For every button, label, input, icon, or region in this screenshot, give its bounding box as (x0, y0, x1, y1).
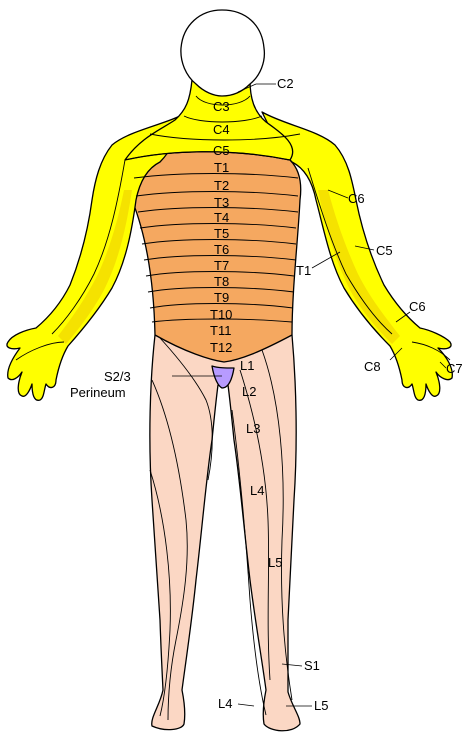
label-c7: C7 (446, 361, 463, 376)
label-c8: C8 (364, 359, 381, 374)
label-s23: S2/3 (104, 369, 131, 384)
left-arm-inner-strip (58, 190, 132, 344)
leader-l4-foot (237, 703, 255, 707)
label-l1: L1 (240, 358, 254, 373)
label-t8: T8 (214, 274, 229, 289)
leader-s1 (281, 663, 303, 667)
label-t6: T6 (214, 242, 229, 257)
label-t3: T3 (214, 195, 229, 210)
label-c2: C2 (277, 76, 294, 91)
label-t5: T5 (214, 226, 229, 241)
label-c5-arm: C5 (376, 243, 393, 258)
label-l4-leg: L4 (250, 483, 264, 498)
right-arm-region (261, 111, 453, 401)
label-l2: L2 (242, 384, 256, 399)
right-arm-inner-strip (318, 190, 400, 344)
label-c3: C3 (213, 99, 230, 114)
label-t11: T11 (210, 323, 231, 338)
left-arm-region (6, 111, 189, 401)
label-c6-arm: C6 (348, 191, 365, 206)
label-l5-leg: L5 (268, 555, 282, 570)
leader-c2 (237, 83, 276, 93)
leader-c6-hand (395, 311, 411, 323)
label-t12: T12 (210, 340, 232, 355)
label-l4-foot: L4 (218, 696, 232, 711)
label-perineum: Perineum (70, 385, 126, 400)
legs-region (149, 334, 301, 732)
label-t7: T7 (214, 258, 229, 273)
label-c6-hand: C6 (409, 299, 426, 314)
head (180, 9, 266, 97)
label-l3: L3 (246, 421, 260, 436)
label-l5-foot: L5 (314, 698, 328, 713)
label-c5: C5 (213, 143, 230, 158)
leader-c8 (389, 347, 403, 361)
label-t1: T1 (214, 160, 229, 175)
label-s1: S1 (304, 658, 320, 673)
leader-t1-arm (311, 251, 341, 269)
leader-c7 (439, 361, 447, 369)
label-t4: T4 (214, 210, 229, 225)
label-c4: C4 (213, 122, 230, 137)
label-t10: T10 (210, 307, 232, 322)
label-t9: T9 (214, 290, 229, 305)
leader-c6-arm (327, 189, 349, 199)
label-t2: T2 (214, 178, 229, 193)
label-t1-arm: T1 (296, 263, 311, 278)
perineum-region (211, 365, 235, 389)
leader-c5-arm (354, 245, 375, 251)
